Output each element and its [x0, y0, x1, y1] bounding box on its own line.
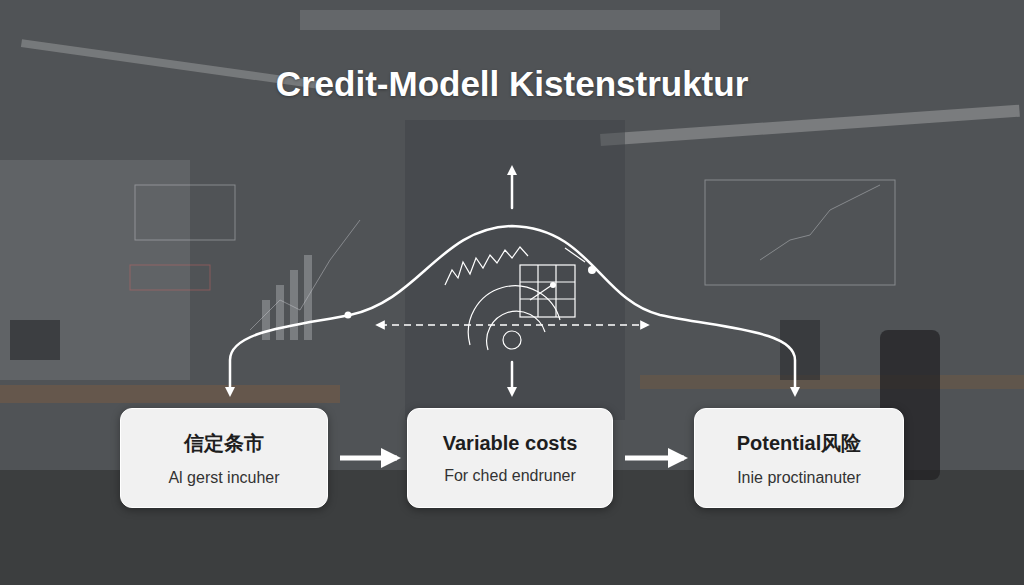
- flow-arrow: [340, 456, 397, 461]
- process-box: 信定条市 Al gerst incuher: [120, 408, 328, 508]
- box-heading: Potential风险: [707, 430, 891, 457]
- flow-arrow: [625, 456, 684, 461]
- process-box: Variable costsFor ched endruner: [407, 408, 613, 508]
- process-box: Potential风险 Inie proctinanuter: [694, 408, 904, 508]
- box-subtitle: Inie proctinanuter: [707, 469, 891, 487]
- diagram-title: Credit-Modell Kistenstruktur: [0, 64, 1024, 104]
- box-heading: Variable costs: [420, 432, 600, 455]
- box-heading: 信定条市: [133, 430, 315, 457]
- box-subtitle: For ched endruner: [420, 467, 600, 485]
- box-subtitle: Al gerst incuher: [133, 469, 315, 487]
